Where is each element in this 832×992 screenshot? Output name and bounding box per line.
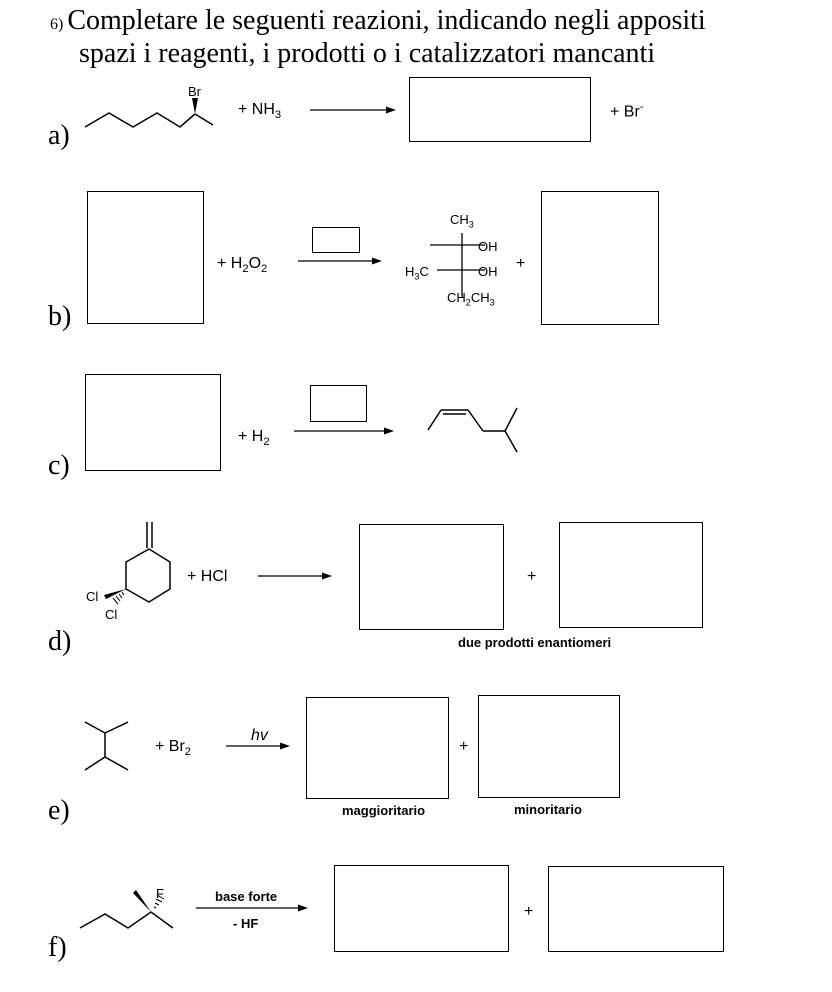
answer-box-d-product2[interactable] xyxy=(559,522,703,628)
product-b-ch2ch3: CH2CH3 xyxy=(447,290,495,308)
label-a: a) xyxy=(48,120,70,151)
plus-e: + xyxy=(459,738,469,755)
atom-f: F xyxy=(156,886,164,901)
answer-box-b-byproduct[interactable] xyxy=(541,191,659,325)
reaction-arrow-c xyxy=(294,427,394,435)
product-b-oh2: OH xyxy=(478,264,498,279)
answer-box-f-product1[interactable] xyxy=(334,865,509,952)
reactant-f-structure xyxy=(79,890,174,929)
reaction-arrow-d xyxy=(258,572,332,580)
answer-box-c-reactant[interactable] xyxy=(85,374,221,471)
reaction-arrow-f xyxy=(196,904,308,912)
reagent-e: + Br2 xyxy=(155,738,192,759)
label-b: b) xyxy=(48,301,72,332)
reaction-arrow-a xyxy=(310,106,396,114)
plus-b: + xyxy=(516,255,526,272)
reactant-d-structure xyxy=(104,522,171,605)
condition-e-hv: hv xyxy=(251,727,268,744)
atom-cl-dash: Cl xyxy=(105,607,118,622)
label-d: d) xyxy=(48,626,72,657)
reagent-b: + H2O2 xyxy=(217,255,268,276)
exercise-number: 6) xyxy=(50,16,64,33)
label-e: e) xyxy=(48,795,70,826)
plus-f: + xyxy=(524,903,534,920)
label-c: c) xyxy=(48,450,70,481)
atom-br: Br xyxy=(188,84,201,99)
reactant-a-structure xyxy=(84,98,214,128)
answer-box-f-product2[interactable] xyxy=(548,866,724,952)
condition-f-top: base forte xyxy=(215,889,278,904)
answer-box-a-product[interactable] xyxy=(409,77,591,142)
answer-box-e-minor[interactable] xyxy=(478,695,620,798)
answer-box-c-catalyst[interactable] xyxy=(310,385,367,422)
reagent-a: + NH3 xyxy=(238,101,282,122)
byproduct-a: + Br- xyxy=(610,101,644,121)
answer-box-b-reactant[interactable] xyxy=(87,191,204,324)
exercise-instruction-line2: spazi i reagenti, i prodotti o i cataliz… xyxy=(79,38,656,69)
reagent-c: + H2 xyxy=(238,428,270,449)
product-b-fischer xyxy=(430,233,485,297)
product-b-h3c: H3C xyxy=(405,264,429,282)
reaction-arrow-e xyxy=(226,742,290,750)
product-b-oh1: OH xyxy=(478,239,498,254)
answer-box-b-catalyst[interactable] xyxy=(312,227,360,253)
label-f: f) xyxy=(48,932,67,963)
product-b-ch3: CH3 xyxy=(450,212,474,230)
exercise-title: 6) Completare le seguenti reazioni, indi… xyxy=(50,4,706,37)
atom-cl-wedge: Cl xyxy=(86,589,99,604)
answer-box-e-major[interactable] xyxy=(306,697,449,799)
plus-d: + xyxy=(527,568,537,585)
note-e-minor: minoritario xyxy=(514,802,582,817)
condition-f-bottom: - HF xyxy=(233,916,259,931)
exercise-instruction-line1: Completare le seguenti reazioni, indican… xyxy=(67,5,706,36)
product-c-alkene xyxy=(427,407,518,453)
reaction-arrow-b xyxy=(298,257,382,265)
reagent-d: + HCl xyxy=(187,568,228,585)
answer-box-d-product1[interactable] xyxy=(359,524,504,630)
note-d-enantiomers: due prodotti enantiomeri xyxy=(458,635,612,650)
reactant-e-structure xyxy=(84,721,129,771)
note-e-major: maggioritario xyxy=(342,803,426,818)
